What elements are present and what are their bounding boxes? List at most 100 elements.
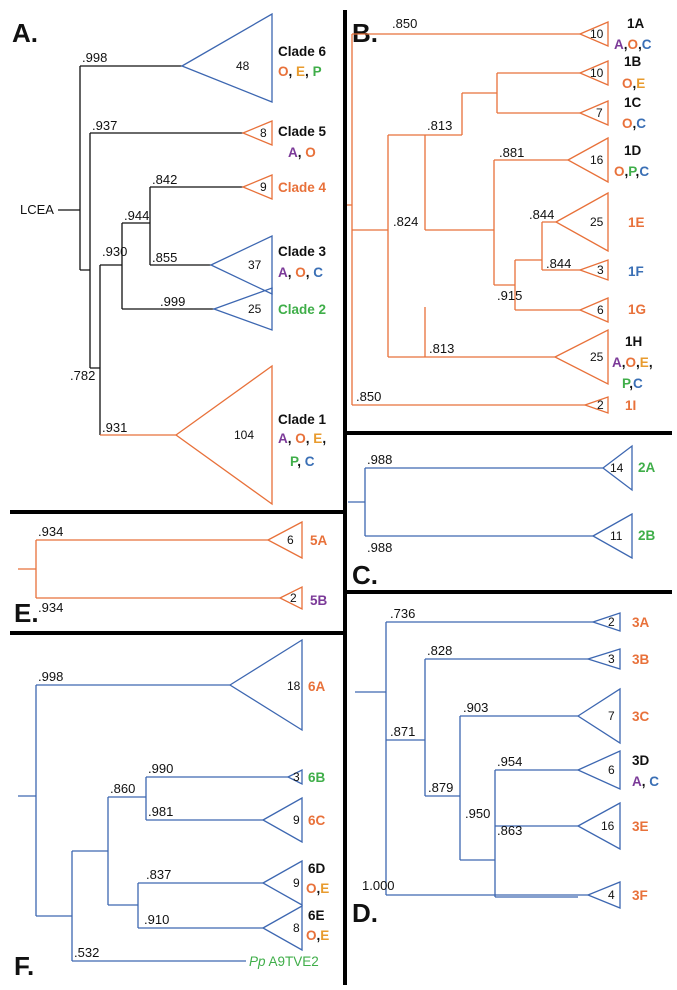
- clade-name: 5B: [310, 593, 328, 608]
- support-value: .837: [146, 867, 171, 882]
- support-value: .881: [499, 145, 524, 160]
- clade-name: 6B: [308, 770, 326, 785]
- clade-count: 14: [610, 461, 624, 475]
- clade-count: 10: [590, 27, 604, 41]
- clade-tags: A, C: [632, 774, 659, 789]
- clade-name: 6E: [308, 908, 325, 923]
- support-value: .981: [148, 804, 173, 819]
- tag: C: [305, 454, 315, 469]
- tag: P: [628, 164, 637, 179]
- support-value: .998: [38, 669, 63, 684]
- tag: A: [288, 145, 298, 160]
- leaf-id: A9TVE2: [269, 954, 319, 969]
- tag: A: [278, 265, 288, 280]
- clade-count: 4: [608, 888, 615, 902]
- tag: O: [295, 431, 306, 446]
- support-value: .944: [124, 208, 149, 223]
- support-value: .903: [463, 700, 488, 715]
- support-value: .999: [160, 294, 185, 309]
- panel-a-tree: LCEA .998 .937 .842 .944 .930 .855 .999 …: [20, 12, 327, 506]
- tag: C: [636, 116, 646, 131]
- clade-name: 2B: [638, 528, 656, 543]
- support-value: .863: [497, 823, 522, 838]
- tag: A: [278, 431, 288, 446]
- support-value: .954: [497, 754, 522, 769]
- clade-name: 1C: [624, 95, 642, 110]
- clade-tags: O, E, P: [278, 64, 322, 79]
- clade-name: Clade 5: [278, 124, 327, 139]
- support-value: .736: [390, 606, 415, 621]
- clade-count: 7: [596, 106, 603, 120]
- clade-tags: O,E: [306, 928, 329, 943]
- clade-tags: O,C: [622, 116, 646, 131]
- panel-b-tree: .850 .813 .824 .881 .844 .844 .915 .813 …: [347, 16, 653, 414]
- tag: C: [642, 37, 652, 52]
- clade-name: 1F: [628, 264, 644, 279]
- clade-name: Clade 2: [278, 302, 326, 317]
- tag: O: [305, 145, 316, 160]
- clade-name: 5A: [310, 533, 328, 548]
- tag: O: [628, 37, 639, 52]
- tag: A: [614, 37, 624, 52]
- support-value: .813: [427, 118, 452, 133]
- clade-count: 2: [290, 591, 297, 605]
- clade-count: 2: [608, 615, 615, 629]
- clade-count: 3: [608, 652, 615, 666]
- clade-name: 1E: [628, 215, 645, 230]
- clade-tags: A, O, C: [278, 265, 323, 280]
- tag: E: [296, 64, 305, 79]
- clade-count: 25: [248, 302, 262, 316]
- support-value: .950: [465, 806, 490, 821]
- panel-f-tree: .998 .860 .990 .981 .837 .910 .532 18 3 …: [18, 638, 329, 969]
- support-value: .850: [392, 16, 417, 31]
- clade-tags: P, C: [290, 454, 315, 469]
- support-value: .824: [393, 214, 418, 229]
- tag: C: [313, 265, 323, 280]
- support-value: .879: [428, 780, 453, 795]
- clade-name: 3C: [632, 709, 650, 724]
- leaf-genus: Pp: [249, 954, 266, 969]
- tag: O: [306, 928, 317, 943]
- clade-name: Clade 1: [278, 412, 327, 427]
- panel-d-tree: .736 .828 .871 .903 .879 .954 .950 .863 …: [355, 606, 659, 909]
- support-value: .871: [390, 724, 415, 739]
- clade-tags: A, O: [288, 145, 316, 160]
- support-value: .937: [92, 118, 117, 133]
- support-value: .931: [102, 420, 127, 435]
- support-value: .828: [427, 643, 452, 658]
- clade-name: 1B: [624, 54, 642, 69]
- support-value: .988: [367, 452, 392, 467]
- clade-name: Clade 3: [278, 244, 327, 259]
- tag: C: [639, 164, 649, 179]
- panel-e-tree: .934 .934 6 2 5A 5B: [18, 520, 328, 615]
- support-value: .850: [356, 389, 381, 404]
- support-value: .842: [152, 172, 177, 187]
- support-value: .988: [367, 540, 392, 555]
- tag: O: [614, 164, 625, 179]
- clade-name: 6C: [308, 813, 326, 828]
- panel-c-tree: .988 .988 14 11 2A 2B: [348, 444, 656, 560]
- clade-tags: A, O, E,: [278, 431, 326, 446]
- tag: O: [295, 265, 306, 280]
- support-value: .844: [529, 207, 554, 222]
- support-value: .532: [74, 945, 99, 960]
- root-label: LCEA: [20, 202, 54, 217]
- tag: P: [290, 454, 299, 469]
- support-value: .990: [148, 761, 173, 776]
- clade-count: 3: [597, 263, 604, 277]
- tag: O: [306, 881, 317, 896]
- clade-tags: O,E: [622, 76, 645, 91]
- clade-name: 6A: [308, 679, 326, 694]
- clade-count: 8: [260, 126, 267, 140]
- tag: O: [278, 64, 289, 79]
- clade-count: 9: [293, 876, 300, 890]
- clade-name: 6D: [308, 861, 326, 876]
- tag: C: [633, 376, 643, 391]
- clade-name: 3D: [632, 753, 650, 768]
- clade-count: 9: [293, 813, 300, 827]
- clade-name: 3A: [632, 615, 650, 630]
- clade-name: 2A: [638, 460, 656, 475]
- clade-name: 1D: [624, 143, 642, 158]
- panel-label-a: A.: [12, 18, 38, 48]
